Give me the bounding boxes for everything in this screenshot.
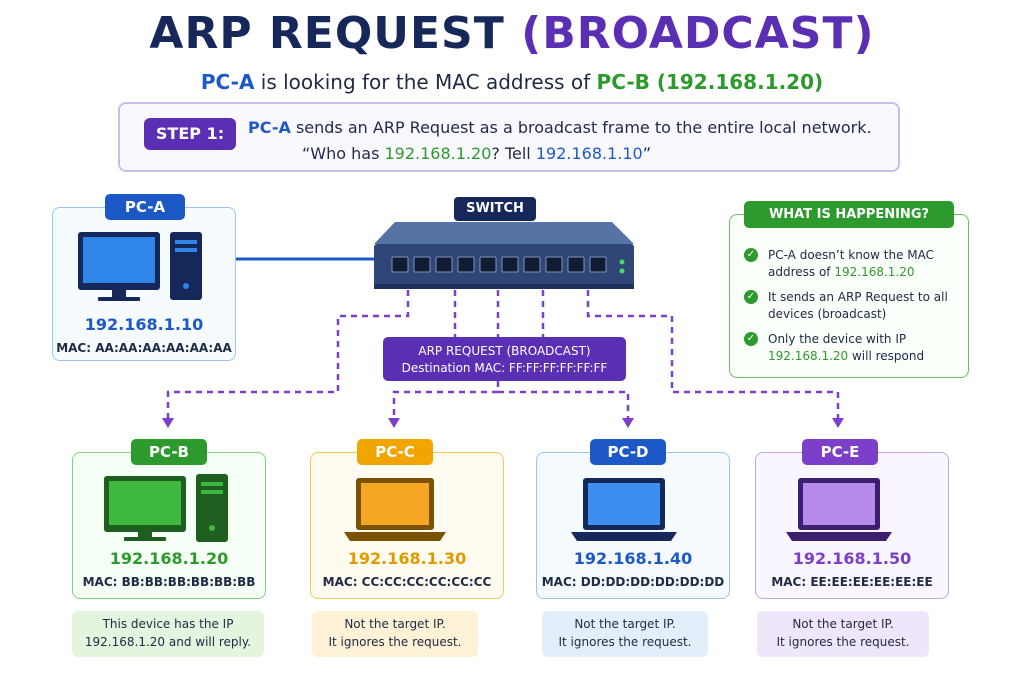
path-to-pc-e — [586, 290, 840, 418]
happening-item-3: ✓ Only the device with IP 192.168.1.20 wi… — [744, 331, 958, 365]
pc-a-mac: MAC: AA:AA:AA:AA:AA:AA — [56, 341, 232, 355]
title-main: ARP REQUEST — [149, 8, 505, 59]
pc-c-note-line-2: It ignores the request. — [328, 635, 462, 649]
switch-label: SWITCH — [454, 197, 536, 221]
path-to-pc-c — [392, 381, 500, 418]
pc-d-mac: MAC: DD:DD:DD:DD:DD:DD — [541, 575, 725, 589]
happening-item-1-line-1: PC-A doesn’t know the MAC — [768, 248, 935, 262]
happening-item-2-line-1: It sends an ARP Request to all — [768, 290, 948, 304]
pc-e-note-line-1: Not the target IP. — [792, 617, 894, 631]
pc-d-note: Not the target IP. It ignores the reques… — [542, 611, 708, 657]
happening-item-1-line-2: address of — [768, 265, 835, 279]
pc-d-note-line-1: Not the target IP. — [574, 617, 676, 631]
page-title: ARP REQUEST (BROADCAST) — [0, 8, 1024, 59]
pc-e-mac: MAC: EE:EE:EE:EE:EE:EE — [771, 575, 933, 589]
step-target-ip: 192.168.1.20 — [384, 144, 492, 163]
happening-item-2: ✓ It sends an ARP Request to all devices … — [744, 289, 958, 323]
step-line1: PC-A sends an ARP Request as a broadcast… — [248, 118, 872, 137]
happening-item-3-line-1: Only the device with IP — [768, 332, 907, 346]
pc-e-ip: 192.168.1.50 — [792, 549, 912, 568]
pc-b-mac: MAC: BB:BB:BB:BB:BB:BB — [82, 575, 256, 589]
subtitle-pc-a: PC-A — [200, 70, 255, 94]
subtitle: PC-A is looking for the MAC address of P… — [0, 70, 1024, 94]
step-line2-b: ? Tell — [491, 144, 536, 163]
step-source-ip: 192.168.1.10 — [535, 144, 643, 163]
step-line2-a: “Who has — [302, 144, 385, 163]
pc-c-note-line-1: Not the target IP. — [344, 617, 446, 631]
happening-item-1: ✓ PC-A doesn’t know the MAC address of 19… — [744, 247, 958, 281]
pc-e-badge: PC-E — [802, 439, 878, 465]
pc-b-ip: 192.168.1.20 — [109, 549, 229, 568]
step-line2-c: ” — [642, 144, 651, 163]
step-badge: STEP 1: — [144, 118, 236, 150]
pc-c-mac: MAC: CC:CC:CC:CC:CC:CC — [322, 575, 492, 589]
pc-b-note: This device has the IP 192.168.1.20 and … — [72, 611, 264, 657]
happening-item-3-line-2: will respond — [848, 349, 925, 363]
switch-icon — [374, 222, 634, 289]
arrow-pc-d — [622, 418, 634, 428]
pc-d-ip: 192.168.1.40 — [573, 549, 693, 568]
check-icon: ✓ — [744, 290, 758, 304]
pc-c-badge: PC-C — [357, 439, 433, 465]
pc-e-note-line-2: It ignores the request. — [776, 635, 910, 649]
pc-b-note-line-2: 192.168.1.20 and will reply. — [84, 635, 252, 649]
pc-d-badge: PC-D — [590, 439, 666, 465]
arrow-heads — [162, 418, 844, 428]
what-is-happening-title: WHAT IS HAPPENING? — [744, 201, 954, 228]
subtitle-middle: is looking for the MAC address of — [254, 70, 597, 94]
arp-frame-destination: Destination MAC: FF:FF:FF:FF:FF:FF — [401, 361, 608, 375]
broadcast-paths — [166, 290, 840, 418]
path-to-pc-d — [498, 390, 630, 418]
arp-frame-title: ARP REQUEST (BROADCAST) — [418, 344, 591, 358]
arrow-pc-b — [162, 418, 174, 428]
pc-a-badge: PC-A — [105, 194, 185, 220]
step-pc-a: PC-A — [248, 118, 291, 137]
check-icon: ✓ — [744, 332, 758, 346]
pc-a-ip: 192.168.1.10 — [84, 315, 204, 334]
check-icon: ✓ — [744, 248, 758, 262]
step-box: STEP 1: PC-A sends an ARP Request as a b… — [118, 102, 900, 172]
pc-b-note-line-1: This device has the IP — [102, 617, 234, 631]
subtitle-ip: (192.168.1.20) — [649, 70, 824, 94]
pc-d-note-line-2: It ignores the request. — [558, 635, 692, 649]
arrow-pc-e — [832, 418, 844, 428]
arp-frame-label: ARP REQUEST (BROADCAST) Destination MAC:… — [383, 337, 626, 381]
pc-c-note: Not the target IP. It ignores the reques… — [312, 611, 478, 657]
happening-item-3-ip: 192.168.1.20 — [768, 349, 849, 363]
pc-b-badge: PC-B — [131, 439, 207, 465]
pc-e-note: Not the target IP. It ignores the reques… — [757, 611, 929, 657]
step-line2: “Who has 192.168.1.20? Tell 192.168.1.10… — [302, 144, 651, 163]
happening-item-1-ip: 192.168.1.20 — [834, 265, 915, 279]
step-line1-text: sends an ARP Request as a broadcast fram… — [290, 118, 872, 137]
arrow-pc-c — [388, 418, 400, 428]
happening-item-2-line-2: devices (broadcast) — [768, 307, 887, 321]
path-to-pc-b — [166, 290, 410, 418]
subtitle-pc-b: PC-B — [596, 70, 650, 94]
title-accent: (BROADCAST) — [521, 8, 875, 59]
pc-c-ip: 192.168.1.30 — [347, 549, 467, 568]
